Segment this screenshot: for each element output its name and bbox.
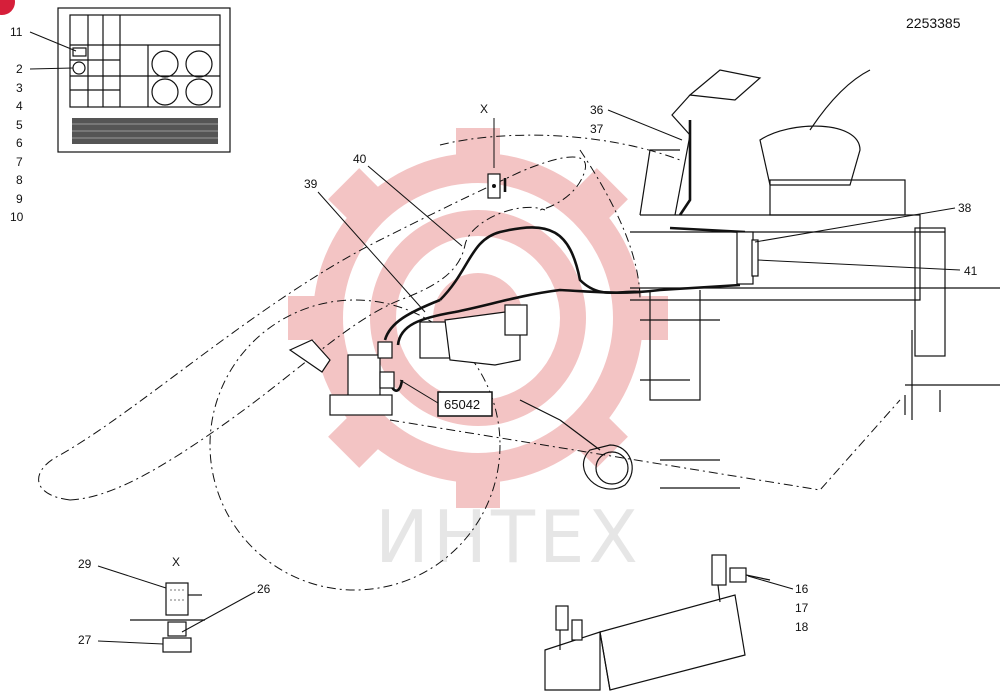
callout-26: 26 (257, 582, 271, 596)
cab-valve-group (736, 231, 759, 285)
callout-39: 39 (304, 177, 318, 191)
callout-18: 18 (795, 620, 809, 634)
detail-x-inset (130, 582, 205, 653)
detail-inset-marker: X (172, 555, 180, 569)
callout-41: 41 (964, 264, 978, 278)
label-5: 5 (16, 118, 23, 132)
loader-arm-outline (38, 134, 901, 591)
label-2: 2 (16, 62, 23, 76)
detail-marker: X (480, 102, 488, 116)
callout-27: 27 (78, 633, 92, 647)
boxed-label: 65042 (444, 397, 480, 412)
cylinder-detail (544, 554, 771, 691)
left-column-labels: 11 2 3 4 5 6 7 8 9 10 (10, 25, 24, 224)
label-11: 11 (10, 25, 23, 39)
label-7: 7 (16, 155, 23, 169)
label-9: 9 (16, 192, 23, 206)
detail-x-connector (487, 118, 501, 199)
callout-36: 36 (590, 103, 604, 117)
label-10: 10 (10, 210, 24, 224)
inset-panel-diagram (57, 7, 231, 153)
hydraulic-hoses (383, 120, 746, 392)
document-number: 2253385 (906, 15, 961, 31)
label-6: 6 (16, 136, 23, 150)
callout-29: 29 (78, 557, 92, 571)
callout-17: 17 (795, 601, 809, 615)
callout-40: 40 (353, 152, 367, 166)
watermark-gear-icon (288, 128, 668, 508)
corner-badge (0, 0, 15, 15)
valve-block (288, 304, 528, 416)
label-4: 4 (16, 99, 23, 113)
callout-38: 38 (958, 201, 972, 215)
label-8: 8 (16, 173, 23, 187)
leader-2 (29, 67, 74, 70)
label-3: 3 (16, 81, 23, 95)
boxed-label-frame (437, 391, 493, 417)
callout-16: 16 (795, 582, 809, 596)
callout-37: 37 (590, 122, 604, 136)
cab-frame (519, 69, 1000, 490)
leader-11 (29, 31, 77, 52)
watermark-text: ИНТЕХ (375, 495, 642, 579)
